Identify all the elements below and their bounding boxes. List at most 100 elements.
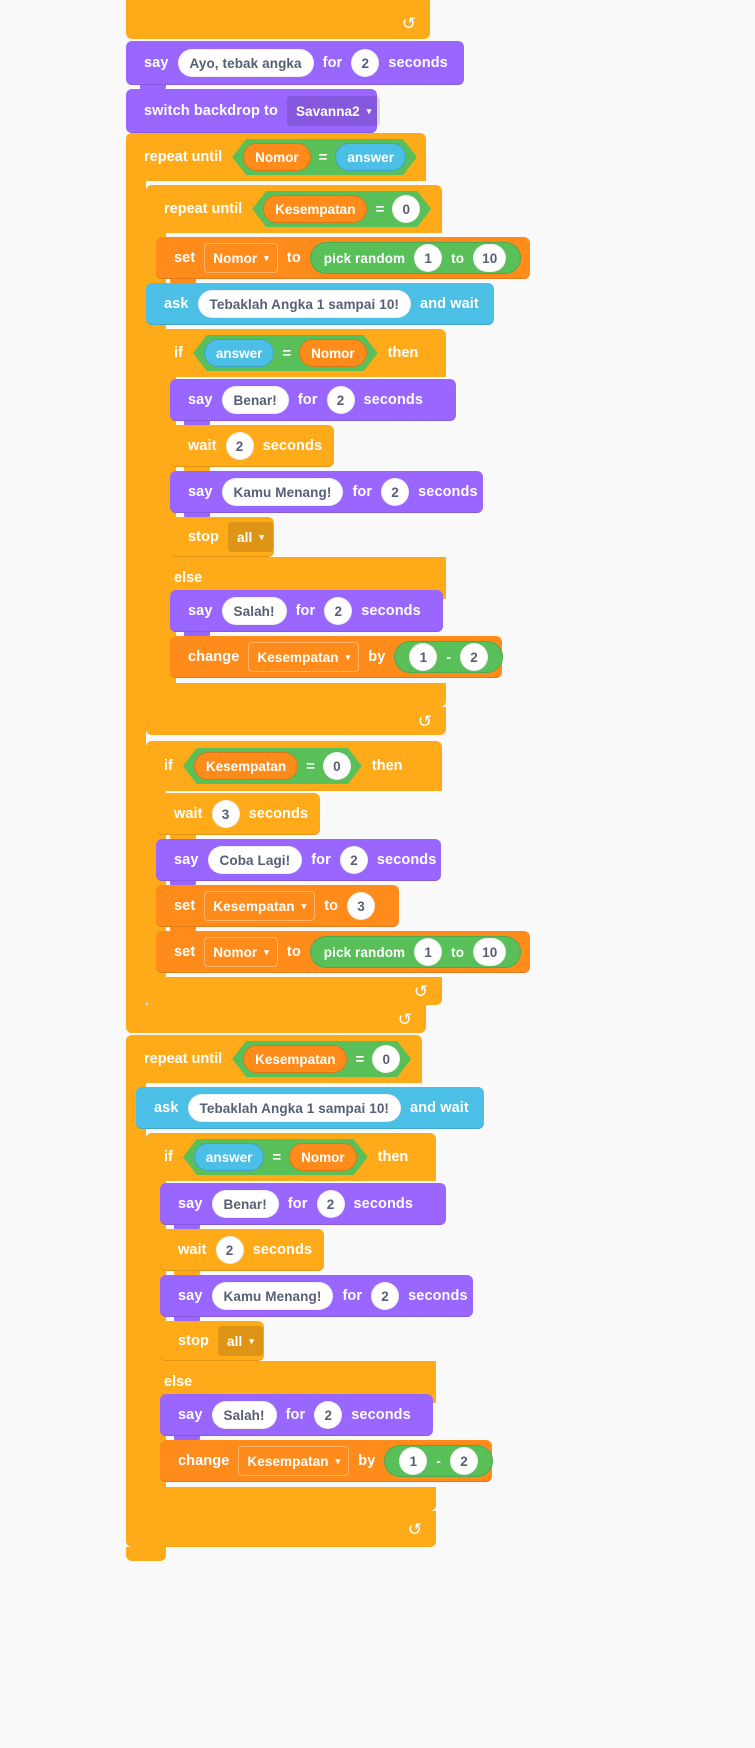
say-menang-duration-input-b[interactable]: 2 xyxy=(371,1282,400,1310)
nomor-variable-reporter[interactable]: Nomor xyxy=(289,1143,357,1171)
kesempatan-equals-zero-condition-b[interactable]: Kesempatan = 0 xyxy=(232,1041,411,1077)
say-benar-duration-input-a[interactable]: 2 xyxy=(326,386,355,414)
ask-guess-a-block[interactable]: ask Tebaklah Angka 1 sampai 10! and wait xyxy=(146,283,494,325)
backdrop-dropdown[interactable]: Savanna2 ▾ xyxy=(286,96,381,126)
subtract-left-input-b[interactable]: 1 xyxy=(399,1447,428,1475)
repeat-until-nomor-answer-footer[interactable]: ↺ xyxy=(126,1005,426,1033)
say-benar-message-input-b[interactable]: Benar! xyxy=(211,1190,279,1218)
subtract-right-input-b[interactable]: 2 xyxy=(450,1447,479,1475)
say-menang-duration-input-a[interactable]: 2 xyxy=(381,478,410,506)
say-coba-lagi-message-input[interactable]: Coba Lagi! xyxy=(207,846,303,874)
answer-equals-nomor-condition-b[interactable]: answer = Nomor xyxy=(183,1139,368,1175)
if-kesempatan-zero-footer[interactable]: ↺ xyxy=(146,977,442,1005)
say-ayo-message-input[interactable]: Ayo, tebak angka xyxy=(177,49,314,77)
wait-duration-input-a[interactable]: 2 xyxy=(225,432,254,460)
zero-input[interactable]: 0 xyxy=(372,1045,400,1073)
pick-random-operator-b[interactable]: pick random 1 to 10 xyxy=(309,936,522,968)
if-answer-nomor-a-footer[interactable] xyxy=(156,683,446,707)
answer-reporter[interactable]: answer xyxy=(204,339,275,367)
if-answer-nomor-b-footer[interactable] xyxy=(146,1487,436,1511)
change-kesempatan-b-block[interactable]: change Kesempatan ▾ by 1 - 2 xyxy=(160,1440,494,1482)
stop-all-b-block[interactable]: stop all ▾ xyxy=(160,1321,264,1361)
kesempatan-variable-dropdown-a[interactable]: Kesempatan ▾ xyxy=(248,642,360,672)
say-coba-lagi-duration-input[interactable]: 2 xyxy=(339,846,368,874)
repeat-until-kesempatan-b-bottom-arrow[interactable]: ↺ xyxy=(126,1511,436,1547)
wait-duration-input-3[interactable]: 3 xyxy=(211,800,240,828)
say-ayo-block[interactable]: say Ayo, tebak angka for 2 seconds xyxy=(126,41,464,85)
say-menang-message-input-b[interactable]: Kamu Menang! xyxy=(211,1282,334,1310)
say-salah-b-block[interactable]: say Salah! for 2 seconds xyxy=(160,1394,433,1436)
script-bottom-stub[interactable] xyxy=(126,1547,166,1561)
pick-random-to-input[interactable]: 10 xyxy=(473,244,507,272)
subtract-left-input-a[interactable]: 1 xyxy=(409,643,438,671)
pick-random-to-input[interactable]: 10 xyxy=(473,938,507,966)
set-kesempatan-3-block[interactable]: set Kesempatan ▾ to 3 xyxy=(156,885,399,927)
set-nomor-random-a-block[interactable]: set Nomor ▾ to pick random 1 to 10 xyxy=(156,237,530,279)
pick-random-from-input[interactable]: 1 xyxy=(414,938,443,966)
nomor-equals-answer-condition[interactable]: Nomor = answer xyxy=(232,139,417,175)
kesempatan-equals-zero-condition-a[interactable]: Kesempatan = 0 xyxy=(252,191,431,227)
if-answer-nomor-a-footer-cap[interactable]: ↺ xyxy=(156,707,446,735)
stop-target-dropdown-a[interactable]: all ▾ xyxy=(228,522,273,552)
nomor-variable-reporter[interactable]: Nomor xyxy=(299,339,367,367)
subtract-right-input-a[interactable]: 2 xyxy=(460,643,489,671)
zero-input[interactable]: 0 xyxy=(323,752,351,780)
say-benar-duration-input-b[interactable]: 2 xyxy=(316,1190,345,1218)
stop-all-a-block[interactable]: stop all ▾ xyxy=(170,517,274,557)
cropped-top-cblock-footer[interactable]: ↺ xyxy=(126,7,430,39)
say-salah-duration-input-b[interactable]: 2 xyxy=(314,1401,343,1429)
say-benar-b-block[interactable]: say Benar! for 2 seconds xyxy=(160,1183,446,1225)
if-answer-nomor-b-header[interactable]: if answer = Nomor then xyxy=(146,1133,436,1181)
for-label: for xyxy=(342,1288,363,1304)
kesempatan-variable-reporter[interactable]: Kesempatan xyxy=(194,752,298,780)
subtract-operator-a[interactable]: 1 - 2 xyxy=(394,641,504,673)
nomor-variable-reporter[interactable]: Nomor xyxy=(243,143,311,171)
say-salah-message-input-a[interactable]: Salah! xyxy=(221,597,287,625)
set-nomor-random-b-block[interactable]: set Nomor ▾ to pick random 1 to 10 xyxy=(156,931,530,973)
pick-random-from-input[interactable]: 1 xyxy=(414,244,443,272)
kesempatan-variable-reporter[interactable]: Kesempatan xyxy=(243,1045,347,1073)
kesempatan-variable-dropdown[interactable]: Kesempatan ▾ xyxy=(204,891,316,921)
subtract-operator-b[interactable]: 1 - 2 xyxy=(384,1445,494,1477)
stop-target-dropdown-b[interactable]: all ▾ xyxy=(218,1326,263,1356)
change-kesempatan-a-block[interactable]: change Kesempatan ▾ by 1 - 2 xyxy=(170,636,504,678)
nomor-variable-dropdown[interactable]: Nomor ▾ xyxy=(204,937,278,967)
say-benar-message-input-a[interactable]: Benar! xyxy=(221,386,289,414)
if-answer-nomor-a-header[interactable]: if answer = Nomor then xyxy=(156,329,446,377)
repeat-until-nomor-answer-body[interactable] xyxy=(126,133,146,1033)
repeat-until-kesempatan-b-header[interactable]: repeat until Kesempatan = 0 xyxy=(126,1035,422,1083)
switch-backdrop-block[interactable]: switch backdrop to Savanna2 ▾ xyxy=(126,89,381,133)
zero-input[interactable]: 0 xyxy=(392,195,420,223)
answer-reporter[interactable]: answer xyxy=(194,1143,265,1171)
ask-prompt-input-b[interactable]: Tebaklah Angka 1 sampai 10! xyxy=(187,1094,402,1122)
kesempatan-equals-zero-condition[interactable]: Kesempatan = 0 xyxy=(183,748,362,784)
say-salah-duration-input-a[interactable]: 2 xyxy=(324,597,353,625)
say-menang-message-input-a[interactable]: Kamu Menang! xyxy=(221,478,344,506)
ask-guess-b-block[interactable]: ask Tebaklah Angka 1 sampai 10! and wait xyxy=(136,1087,484,1129)
kesempatan-variable-reporter[interactable]: Kesempatan xyxy=(263,195,367,223)
wait-duration-input-b[interactable]: 2 xyxy=(215,1236,244,1264)
minus-label: - xyxy=(446,649,452,665)
say-salah-a-block[interactable]: say Salah! for 2 seconds xyxy=(170,590,443,632)
kesempatan-variable-dropdown-b[interactable]: Kesempatan ▾ xyxy=(238,1446,350,1476)
if-kesempatan-zero-header[interactable]: if Kesempatan = 0 then xyxy=(146,741,442,791)
set-kesempatan-value-input[interactable]: 3 xyxy=(347,892,376,920)
answer-reporter[interactable]: answer xyxy=(335,143,406,171)
wait-2-a-block[interactable]: wait 2 seconds xyxy=(170,425,334,467)
repeat-until-kesempatan-b-body[interactable] xyxy=(126,1035,146,1535)
say-benar-a-block[interactable]: say Benar! for 2 seconds xyxy=(170,379,456,421)
say-salah-message-input-b[interactable]: Salah! xyxy=(211,1401,277,1429)
say-menang-a-block[interactable]: say Kamu Menang! for 2 seconds xyxy=(170,471,483,513)
answer-equals-nomor-condition-a[interactable]: answer = Nomor xyxy=(193,335,378,371)
repeat-until-nomor-answer-header[interactable]: repeat until Nomor = answer xyxy=(126,133,426,181)
say-coba-lagi-block[interactable]: say Coba Lagi! for 2 seconds xyxy=(156,839,441,881)
pick-random-operator-a[interactable]: pick random 1 to 10 xyxy=(309,242,522,274)
ask-prompt-input-a[interactable]: Tebaklah Angka 1 sampai 10! xyxy=(197,290,412,318)
say-menang-b-block[interactable]: say Kamu Menang! for 2 seconds xyxy=(160,1275,473,1317)
nomor-variable-dropdown[interactable]: Nomor ▾ xyxy=(204,243,278,273)
wait-3-block[interactable]: wait 3 seconds xyxy=(156,793,320,835)
say-ayo-duration-input[interactable]: 2 xyxy=(351,49,380,77)
wait-2-b-block[interactable]: wait 2 seconds xyxy=(160,1229,324,1271)
repeat-until-kesempatan-a-header[interactable]: repeat until Kesempatan = 0 xyxy=(146,185,442,233)
